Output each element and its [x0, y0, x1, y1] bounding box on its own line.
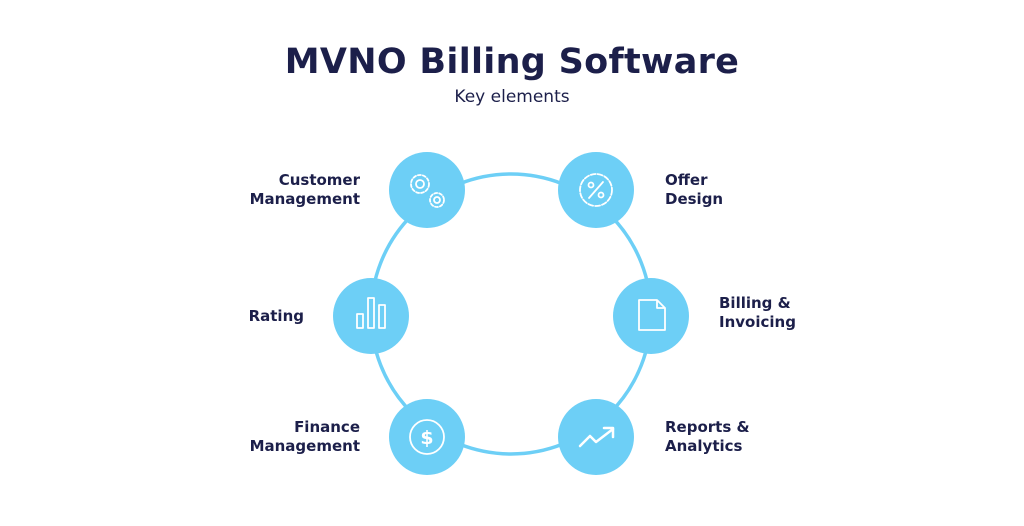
page-title: MVNO Billing Software [284, 42, 740, 82]
subtitle: Key elements [454, 87, 570, 107]
trend-up-icon [578, 426, 615, 448]
svg-text:$: $ [420, 427, 433, 449]
label-rating: Rating [248, 307, 304, 325]
percent-badge-icon [579, 173, 613, 207]
gears-icon [410, 174, 445, 208]
label-reports-analytics: Reports &Analytics [665, 418, 750, 455]
node-reports-analytics [558, 399, 634, 475]
label-billing-invoicing: Billing &Invoicing [719, 294, 796, 331]
bar-chart-icon [356, 297, 386, 329]
node-finance-management [389, 399, 465, 475]
node-billing-invoicing [613, 278, 689, 354]
dollar-coin-icon: $ [409, 419, 445, 455]
node-rating [333, 278, 409, 354]
document-icon [638, 299, 666, 331]
